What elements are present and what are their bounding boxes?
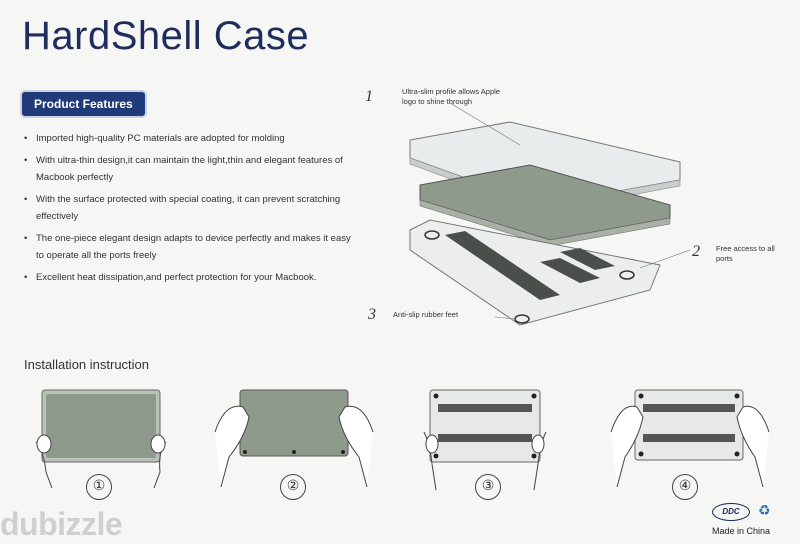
exploded-case-diagram: [409, 102, 690, 326]
feature-item: With ultra-thin design,it can maintain t…: [24, 152, 354, 186]
feature-item: Excellent heat dissipation,and perfect p…: [24, 269, 354, 286]
callout-1-number: 1: [365, 88, 373, 105]
recycle-icon: ♻: [758, 502, 771, 518]
callout-2-text: Free access to all ports: [716, 244, 775, 263]
feature-item: The one-piece elegant design adapts to d…: [24, 230, 354, 264]
watermark: dubizzle: [0, 506, 123, 542]
step-number-4: ④: [672, 474, 698, 500]
callout-3-text: Anti-slip rubber feet: [393, 310, 459, 319]
step-number-3: ③: [475, 474, 501, 500]
step-number-1: ①: [86, 474, 112, 500]
features-list: Imported high-quality PC materials are a…: [24, 130, 354, 291]
feature-item: With the surface protected with special …: [24, 191, 354, 225]
callout-2-number: 2: [692, 243, 700, 260]
callout-3-number: 3: [368, 306, 376, 323]
ddc-logo: DDC: [712, 503, 750, 521]
installation-title: Installation instruction: [24, 357, 150, 372]
made-in-label: Made in China: [712, 526, 771, 536]
callout-1-text: Ultra-slim profile allows Apple logo to …: [402, 87, 500, 106]
feature-item: Imported high-quality PC materials are a…: [24, 130, 354, 147]
install-step-4: [605, 382, 775, 502]
install-step-3: [418, 382, 588, 502]
page-title: HardShell Case: [22, 14, 310, 58]
step-number-2: ②: [280, 474, 306, 500]
product-features-badge: Product Features: [22, 92, 145, 116]
install-step-2: [205, 382, 375, 502]
install-step-1: [28, 382, 198, 502]
